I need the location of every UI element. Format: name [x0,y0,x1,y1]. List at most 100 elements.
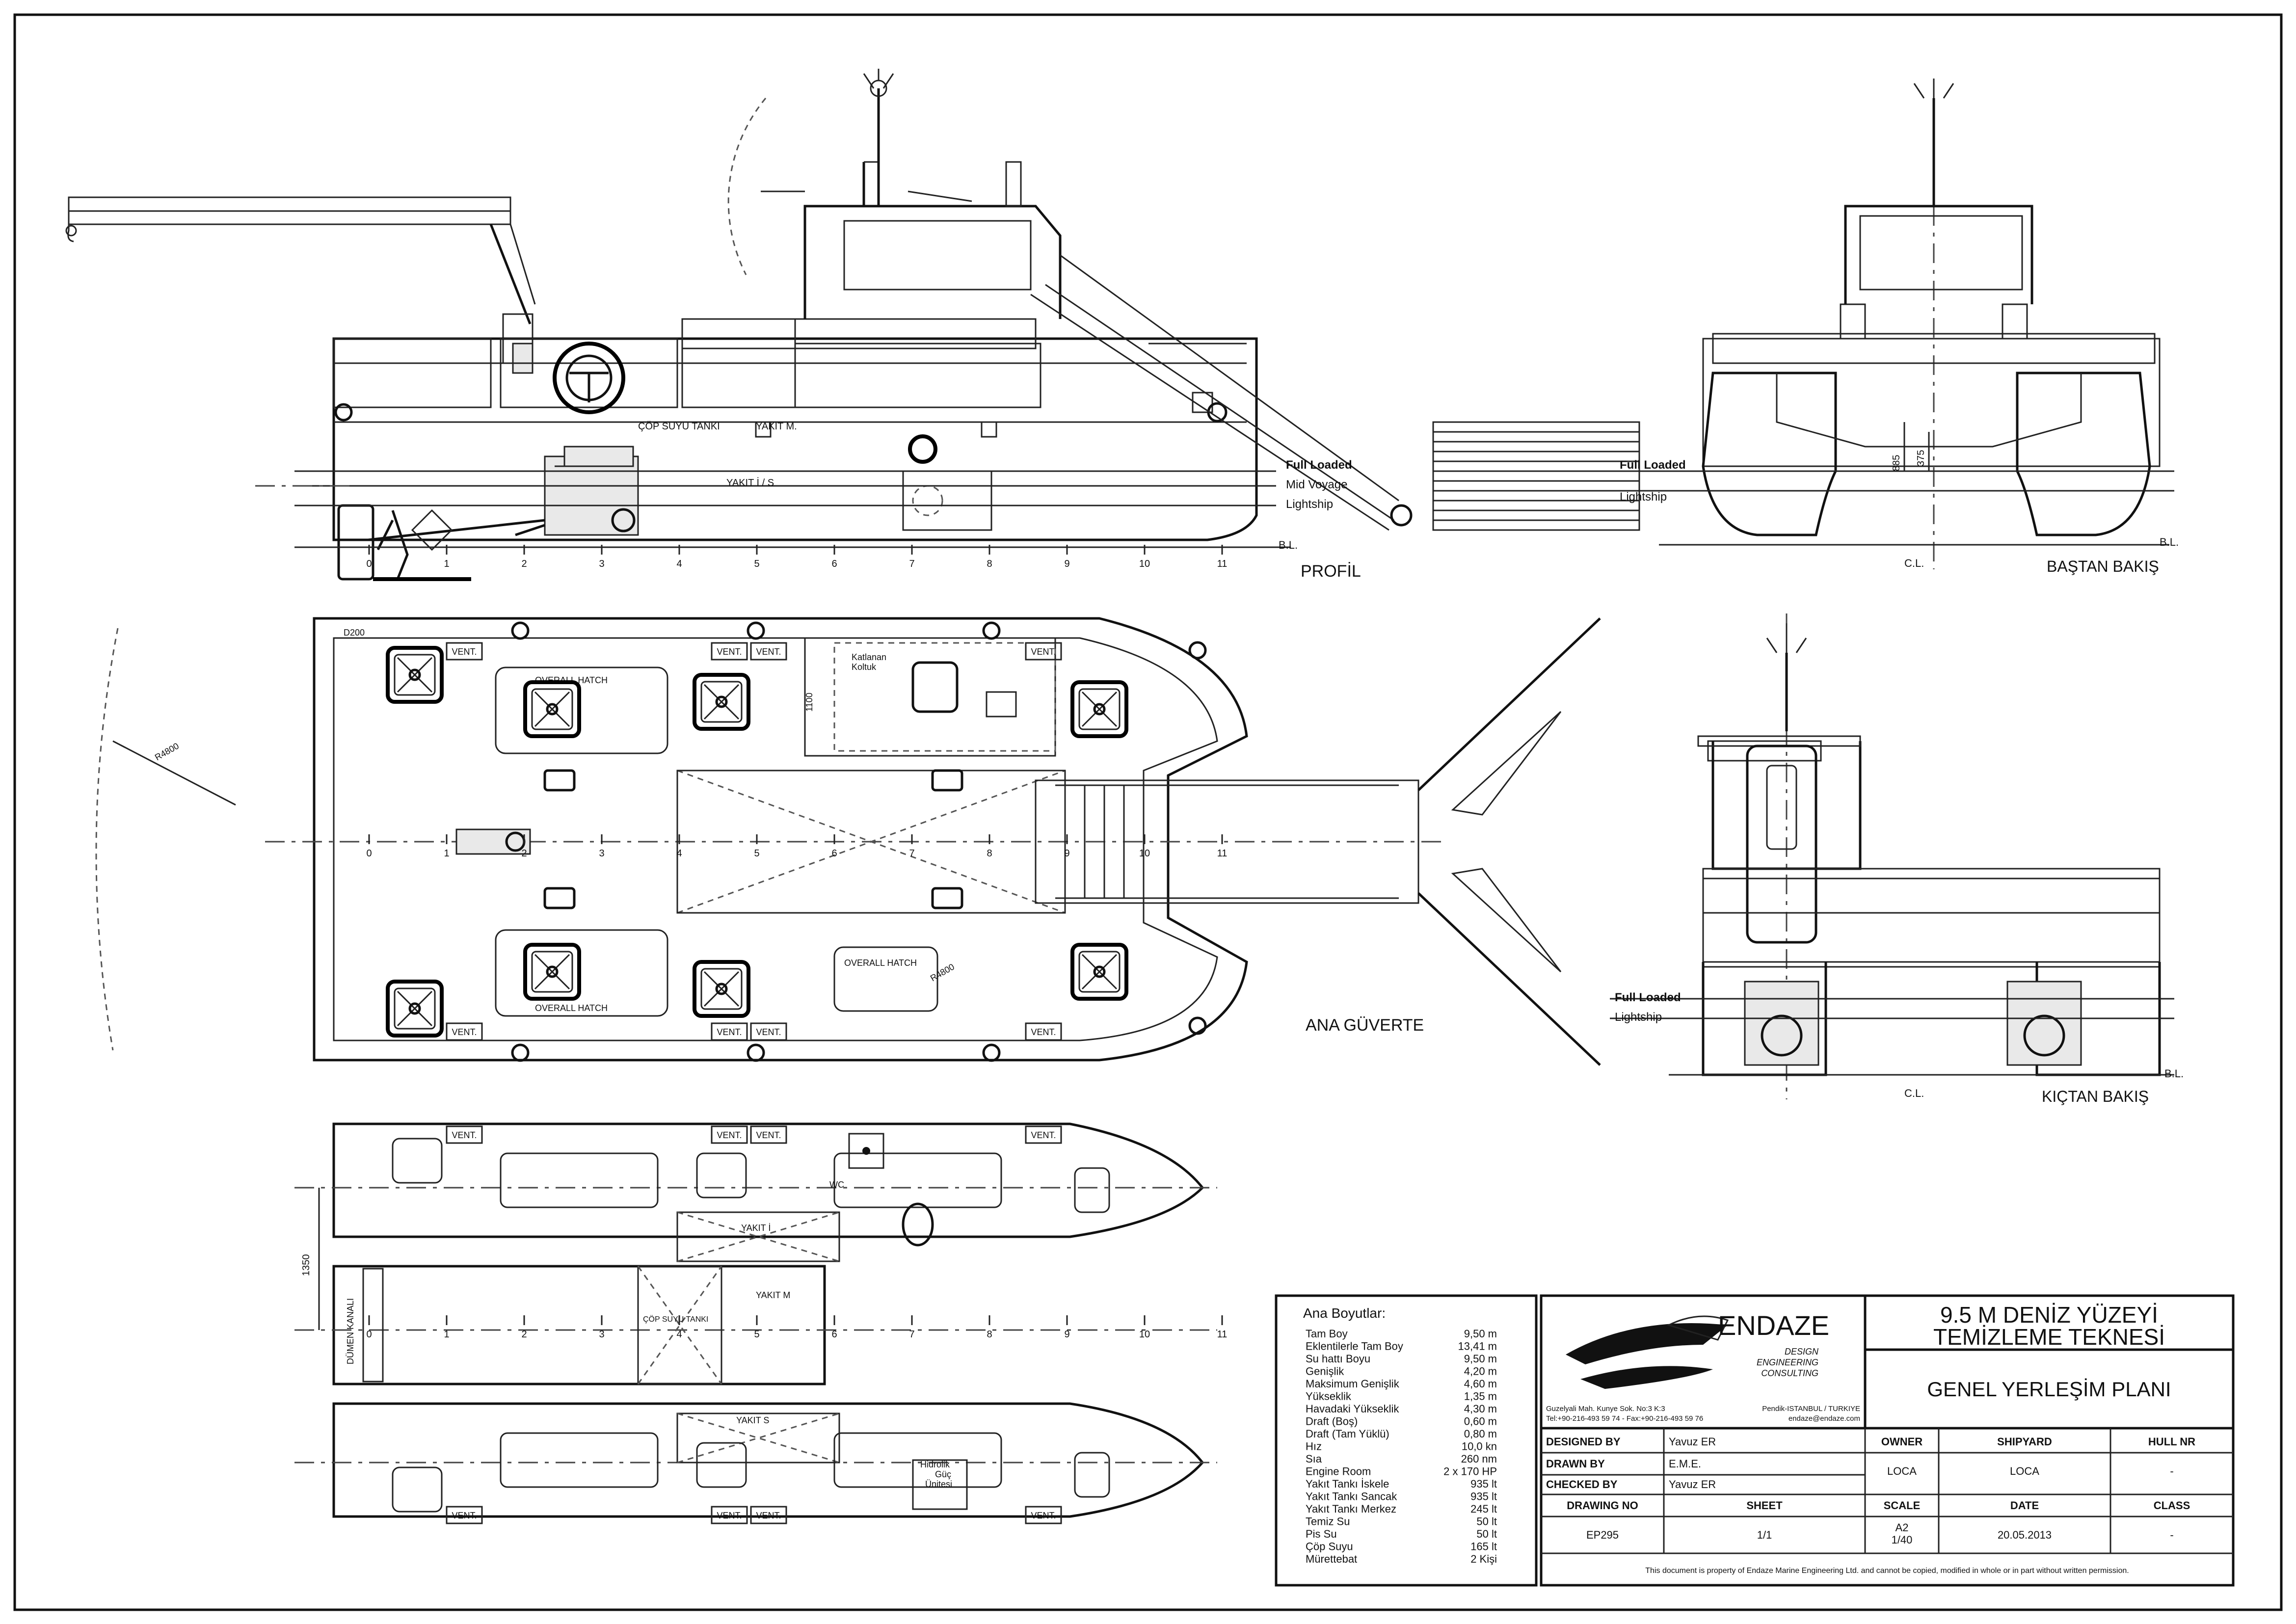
deck-frame-4: 4 [676,848,682,859]
project-title-line1: 9.5 M DENİZ YÜZEYİ [1940,1302,2158,1328]
lower-vents: VENT.VENT.VENT.VENT.VENT.VENT.VENT.VENT. [446,1125,1062,1524]
particular-key: Tam Boy [1306,1328,1348,1340]
particular-key: Draft (Tam Yüklü) [1306,1428,1389,1440]
tank-yakit-is: YAKIT İ / S [726,477,774,488]
lower-frame-3: 3 [599,1329,604,1340]
vent-icon: VENT. [750,1125,787,1144]
deck-radius-label: R4800 [929,962,956,984]
scale-paper: A2 [1896,1521,1909,1534]
svg-text:VENT.: VENT. [452,1511,477,1520]
lower-frame-2: 2 [521,1329,527,1340]
designed-by-label: DESIGNED BY [1546,1436,1621,1448]
vent-icon: VENT. [1025,642,1062,661]
sheet-value: 1/1 [1757,1529,1772,1541]
deck-frame-3: 3 [599,848,604,859]
profile-frame-2: 2 [521,559,527,569]
deck-frame-1: 1 [444,848,449,859]
particular-key: Havadaki Yükseklik [1306,1403,1399,1415]
vent-icon: VENT. [750,1022,787,1041]
particular-key: Yakıt Tankı Sancak [1306,1491,1397,1503]
vent-icon: VENT. [711,642,748,661]
shipyard-value: LOCA [2010,1465,2039,1477]
lower-frame-8: 8 [987,1329,992,1340]
svg-text:VENT.: VENT. [452,1130,477,1140]
front-dim-375: 375 [1916,450,1926,466]
particular-value: 1,35 m [1464,1390,1497,1403]
escape-hatch-icon [386,980,444,1038]
profile-hull [332,337,1258,541]
svg-text:VENT.: VENT. [452,1027,477,1037]
particular-key: Draft (Boş) [1306,1415,1358,1428]
deck-frame-11: 11 [1217,848,1228,859]
lower-dumen-label: DÜMEN KANALI [346,1298,355,1364]
address-right: Pendik-ISTANBUL / TURKIYE [1762,1405,1860,1413]
lower-yakit-m-label: YAKIT M [756,1290,790,1300]
sheet-label: SHEET [1746,1499,1783,1512]
svg-text:VENT.: VENT. [756,647,781,657]
particular-value: 4,30 m [1464,1403,1497,1415]
svg-text:ENGINEERING: ENGINEERING [1757,1358,1818,1367]
particular-value: 0,60 m [1464,1415,1497,1428]
particular-value: 245 lt [1470,1503,1497,1515]
escape-hatch-icon [523,943,581,1001]
title-block: ENDAZE DESIGN ENGINEERING CONSULTING Guz… [1540,1294,2235,1587]
deck-outline [313,617,1248,1062]
particular-value: 935 lt [1470,1491,1497,1503]
deck-frame-8: 8 [987,848,992,859]
vent-icon: VENT. [446,1022,483,1041]
particular-value: 9,50 m [1464,1353,1497,1365]
aft-baseline-label: B.L. [2164,1067,2184,1080]
lower-frame-5: 5 [754,1329,759,1340]
deck-conveyor [1035,617,1601,1066]
email: endaze@endaze.com [1789,1414,1860,1423]
overall-hatch-fwd: OVERALL HATCH [833,946,938,1012]
deck-d200-label: D200 [344,628,365,638]
deck-vents: VENT.VENT.VENT.VENT.VENT.VENT.VENT.VENT. [446,642,1062,1041]
svg-text:VENT.: VENT. [717,1511,742,1520]
particular-key: Pis Su [1306,1528,1337,1540]
particular-key: Eklentilerle Tam Boy [1306,1340,1403,1353]
svg-text:VENT.: VENT. [756,1027,781,1037]
lower-deck-view: VENT.VENT.VENT.VENT.VENT.VENT.VENT.VENT.… [294,1122,1227,1524]
lower-center-tank [332,1265,826,1385]
svg-text:DESIGN: DESIGN [1785,1347,1819,1357]
deck-frame-7: 7 [909,848,914,859]
tank-yakit-m: YAKIT M. [756,421,797,432]
aft-view: Full Loaded Lightship B.L. C.L. KIÇTAN B… [1610,613,2184,1105]
profile-baseline-label: B.L. [1279,539,1298,551]
vent-icon: VENT. [711,1022,748,1041]
escape-hatch-icon [523,680,581,738]
lower-frame-10: 10 [1139,1329,1150,1340]
svg-text:OVERALL HATCH: OVERALL HATCH [844,958,917,968]
front-view: 885 375 Full Loaded Lightship B.L. C.L. … [1620,79,2179,575]
sheet-border [13,13,2283,1611]
vent-icon: VENT. [1025,1022,1062,1041]
particular-value: 4,20 m [1464,1365,1497,1378]
lower-frame-0: 0 [366,1329,372,1340]
deck-frame-0: 0 [366,848,372,859]
profile-frame-10: 10 [1139,559,1150,569]
escape-hatch-icon [693,673,750,731]
drawing-title: GENEL YERLEŞİM PLANI [1927,1378,2171,1401]
particular-key: Yükseklik [1306,1390,1352,1403]
project-title-line2: TEMİZLEME TEKNESİ [1933,1324,2165,1350]
crane [65,196,536,374]
profile-view: Full Loaded Mid Voyage Lightship B.L. ÇÖ… [65,69,1640,581]
profile-frame-0: 0 [366,559,372,569]
front-wl-full-loaded: Full Loaded [1620,458,1686,472]
vent-icon: VENT. [711,1125,748,1144]
aft-engine-port-icon [1744,981,1819,1066]
deck-view-title: ANA GÜVERTE [1306,1016,1424,1035]
deck-frame-2: 2 [521,848,527,859]
aft-engine-stbd-icon [2006,981,2082,1066]
life-ring-icon [553,342,625,414]
particular-value: 2 x 170 HP [1443,1465,1497,1478]
hull-value: - [2170,1465,2173,1477]
profile-frame-6: 6 [831,559,837,569]
particular-key: Hız [1306,1440,1322,1453]
company-name: ENDAZE [1718,1310,1829,1341]
